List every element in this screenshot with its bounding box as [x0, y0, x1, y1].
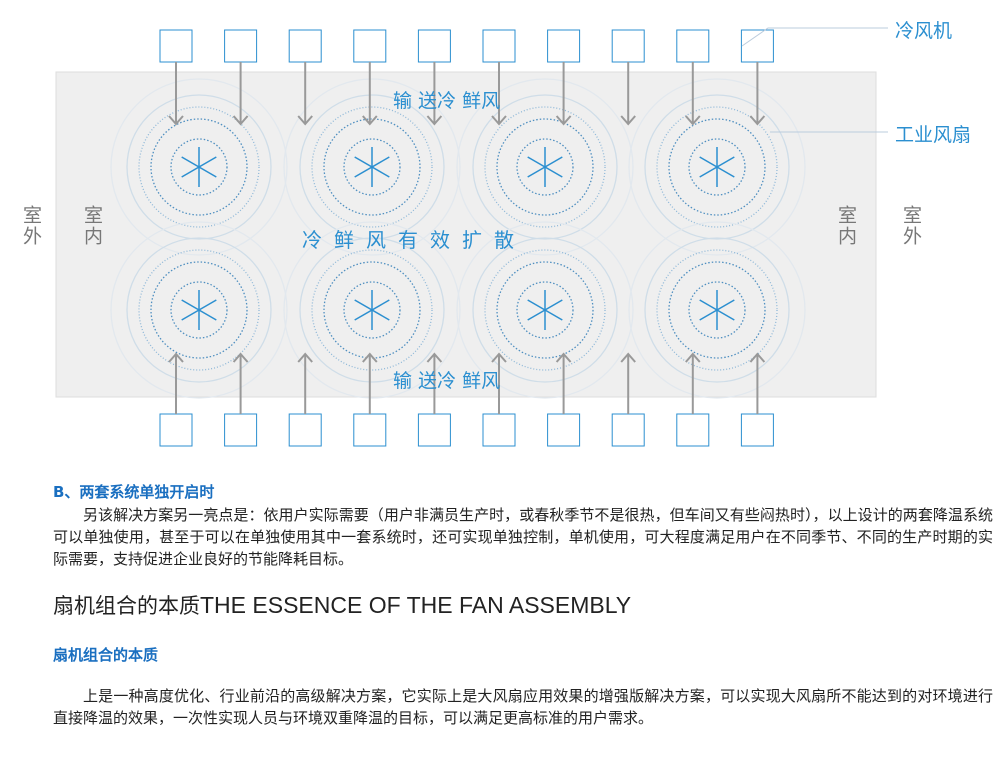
transport-label-top: 输 送冷 鲜风: [393, 90, 501, 112]
essence-heading: 扇机组合的本质: [53, 646, 159, 664]
cooler-unit-top: [353, 29, 387, 63]
industrial-fan-icon: [283, 78, 461, 256]
industrial-fan-icon: [628, 221, 806, 399]
industrial-fan-icon: [110, 78, 288, 256]
airflow-arrow-up-icon: [232, 352, 249, 414]
airflow-arrow-up-icon: [426, 352, 443, 414]
airflow-arrow-down-icon: [426, 62, 443, 126]
cooler-unit-bottom: [676, 413, 710, 447]
essence-paragraph: 上是一种高度优化、行业前沿的高级解决方案，它实际上是大风扇应用效果的增强版解决方…: [53, 687, 993, 727]
essence-title-cn: 扇机组合的本质: [53, 594, 200, 618]
cooler-unit-top: [417, 29, 451, 63]
outdoor-left: 室外: [20, 205, 42, 247]
airflow-arrow-down-icon: [362, 62, 378, 126]
cooler-unit-top: [224, 29, 258, 63]
airflow-arrow-up-icon: [749, 352, 766, 414]
airflow-arrow-up-icon: [297, 352, 313, 414]
industrial-fan-label: 工业风扇: [895, 124, 972, 146]
airflow-arrow-up-icon: [168, 352, 184, 414]
cooler-unit-top: [611, 29, 645, 63]
cooler-unit-bottom: [417, 413, 451, 447]
workshop-area: [55, 71, 877, 398]
industrial-fan-icon: [456, 221, 634, 399]
airflow-arrow-up-icon: [620, 352, 636, 414]
cooler-unit-bottom: [224, 413, 258, 447]
airflow-arrow-up-icon: [362, 352, 378, 414]
industrial-fan-icon: [628, 78, 806, 256]
cooler-unit-bottom: [288, 413, 322, 447]
airflow-arrow-down-icon: [232, 62, 249, 126]
indoor-left: 室内: [81, 205, 103, 247]
cooler-unit-bottom: [353, 413, 387, 447]
industrial-fan-icon: [110, 221, 288, 399]
essence-title-en: THE ESSENCE OF THE FAN ASSEMBLY: [200, 592, 632, 618]
section-b-paragraph: 另该解决方案另一亮点是：依用户实际需要（用户非满员生产时，或春秋季节不是很热，但…: [53, 506, 993, 568]
cooler-leader-line: [741, 27, 888, 47]
diffusion-label: 冷鲜风有效扩散: [302, 228, 526, 252]
indoor-right: 室内: [835, 205, 857, 247]
airflow-arrow-down-icon: [749, 62, 766, 126]
essence-title: 扇机组合的本质THE ESSENCE OF THE FAN ASSEMBLY: [53, 592, 632, 618]
transport-label-bottom: 输 送冷 鲜风: [393, 370, 501, 392]
cooler-unit-bottom: [159, 413, 193, 447]
cooler-unit-bottom: [740, 413, 774, 447]
airflow-arrow-down-icon: [297, 62, 313, 126]
cooler-unit-top: [547, 29, 581, 63]
airflow-arrow-down-icon: [491, 62, 507, 126]
industrial-fan-icon: [456, 78, 634, 256]
cooler-unit-bottom: [482, 413, 516, 447]
airflow-arrow-down-icon: [555, 62, 572, 126]
cooler-unit-top: [482, 29, 516, 63]
cooler-unit-bottom: [547, 413, 581, 447]
cooler-unit-top: [676, 29, 710, 63]
industrial-fan-icon: [283, 221, 461, 399]
cooler-unit-top: [288, 29, 322, 63]
cooler-label: 冷风机: [895, 20, 953, 42]
section-b-heading: B、两套系统单独开启时: [53, 483, 215, 501]
outdoor-right: 室外: [900, 205, 922, 247]
airflow-arrow-down-icon: [168, 62, 184, 126]
fan-layout-diagram: [55, 27, 888, 447]
airflow-arrow-up-icon: [491, 352, 507, 414]
cooler-unit-bottom: [611, 413, 645, 447]
cooler-unit-top: [159, 29, 193, 63]
airflow-arrow-up-icon: [555, 352, 572, 414]
airflow-arrow-down-icon: [685, 62, 701, 126]
airflow-arrow-down-icon: [620, 62, 636, 126]
airflow-arrow-up-icon: [685, 352, 701, 414]
